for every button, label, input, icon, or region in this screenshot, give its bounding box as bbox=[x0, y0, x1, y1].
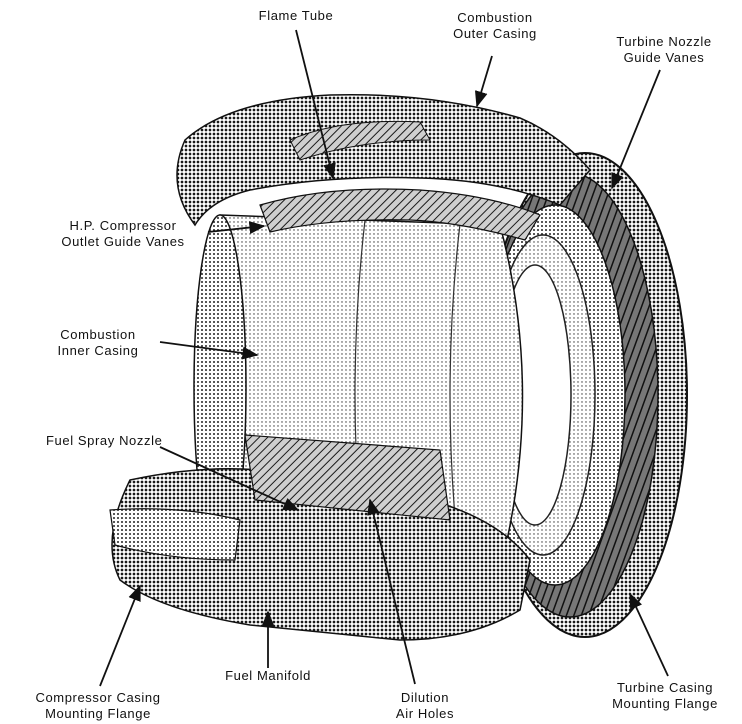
label-dilution-air-holes: Dilution Air Holes bbox=[395, 690, 455, 721]
label-compressor-casing-mounting-flange: Compressor Casing Mounting Flange bbox=[35, 690, 161, 721]
outer-casing-top bbox=[176, 93, 591, 241]
leader-lines bbox=[99, 29, 669, 687]
label-turbine-casing-mounting-flange: Turbine Casing Mounting Flange bbox=[612, 680, 718, 711]
label-combustion-inner-casing: Combustion Inner Casing bbox=[57, 327, 139, 358]
label-combustion-outer-casing: Combustion Outer Casing bbox=[453, 10, 537, 41]
label-fuel-spray-nozzle: Fuel Spray Nozzle bbox=[46, 433, 163, 448]
label-flame-tube: Flame Tube bbox=[258, 8, 334, 23]
label-fuel-manifold: Fuel Manifold bbox=[225, 668, 311, 683]
label-turbine-nozzle-guide-vanes: Turbine Nozzle Guide Vanes bbox=[616, 34, 712, 65]
label-hp-compressor-outlet-guide-vanes: H.P. Compressor Outlet Guide Vanes bbox=[61, 218, 185, 249]
